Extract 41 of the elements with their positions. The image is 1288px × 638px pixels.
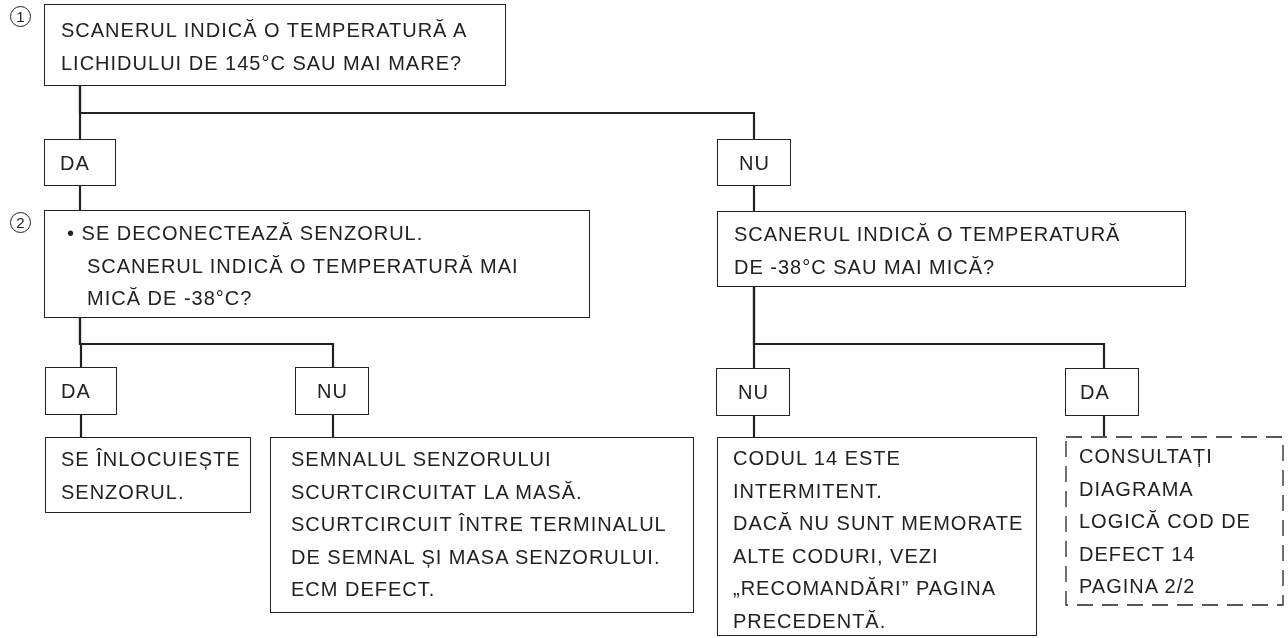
answer-box <box>44 139 116 186</box>
reference-box <box>1065 436 1284 606</box>
box-text: SCANERUL INDICĂ O TEMPERATURĂ MAI MICĂ DE -38°C? <box>87 253 520 311</box>
box-text: CONSULTAȚI DIAGRAMA LOGICĂ COD DE DEFECT 14 PAGINA 2/2 <box>1079 444 1252 599</box>
question-box <box>44 4 506 86</box>
answer-box <box>716 368 790 416</box>
box-text: SE ÎNLOCUIEȘTE SENZORUL. <box>61 447 242 505</box>
action-box <box>45 437 251 513</box>
box-text: NU <box>317 379 349 404</box>
box-text: DA <box>1080 380 1111 405</box>
answer-box <box>717 139 791 186</box>
answer-box <box>1065 368 1139 416</box>
box-text: SCANERUL INDICĂ O TEMPERATURĂ A LICHIDULUI DE 145°C SAU MAI MARE? <box>61 18 468 76</box>
box-text: DA <box>61 379 92 404</box>
box-text: DA <box>60 151 91 176</box>
question-box <box>44 210 590 318</box>
box-text: NU <box>739 151 771 176</box>
answer-box <box>45 367 117 415</box>
connector-line <box>752 287 1106 368</box>
box-text: SEMNALUL SENZORULUI SCURTCIRCUITAT LA MASĂ. <box>291 447 584 505</box>
step-number: 2 <box>10 212 31 233</box>
connector-line <box>78 318 335 367</box>
box-text: NU <box>738 380 770 405</box>
box-text: ECM DEFECT. <box>291 577 437 602</box>
connector-line <box>79 415 83 437</box>
connector-line <box>1102 416 1106 436</box>
box-text: SCANERUL INDICĂ O TEMPERATURĂ DE -38°C SAU MAI MICĂ? <box>734 222 1122 280</box>
connector-line <box>752 416 756 437</box>
step-number: 1 <box>10 6 31 27</box>
connector-line <box>331 415 335 437</box>
connector-line <box>752 186 756 211</box>
box-text: CODUL 14 ESTE INTERMITENT. <box>733 446 902 504</box>
action-box <box>270 437 694 613</box>
box-text: • SE DECONECTEAZĂ SENZORUL. <box>67 221 425 246</box>
connector-line <box>78 186 82 210</box>
question-box <box>717 211 1186 287</box>
answer-box <box>295 367 369 415</box>
box-text: SCURTCIRCUIT ÎNTRE TERMINALUL DE SEMNAL ȘI MASA SENZORULUI. <box>291 512 667 570</box>
connector-line <box>78 86 756 139</box>
box-text: DACĂ NU SUNT MEMORATE ALTE CODURI, VEZI „RECOMANDĂRI” PAGINA PRECEDENTĂ. <box>733 511 1025 634</box>
action-box <box>717 437 1037 636</box>
